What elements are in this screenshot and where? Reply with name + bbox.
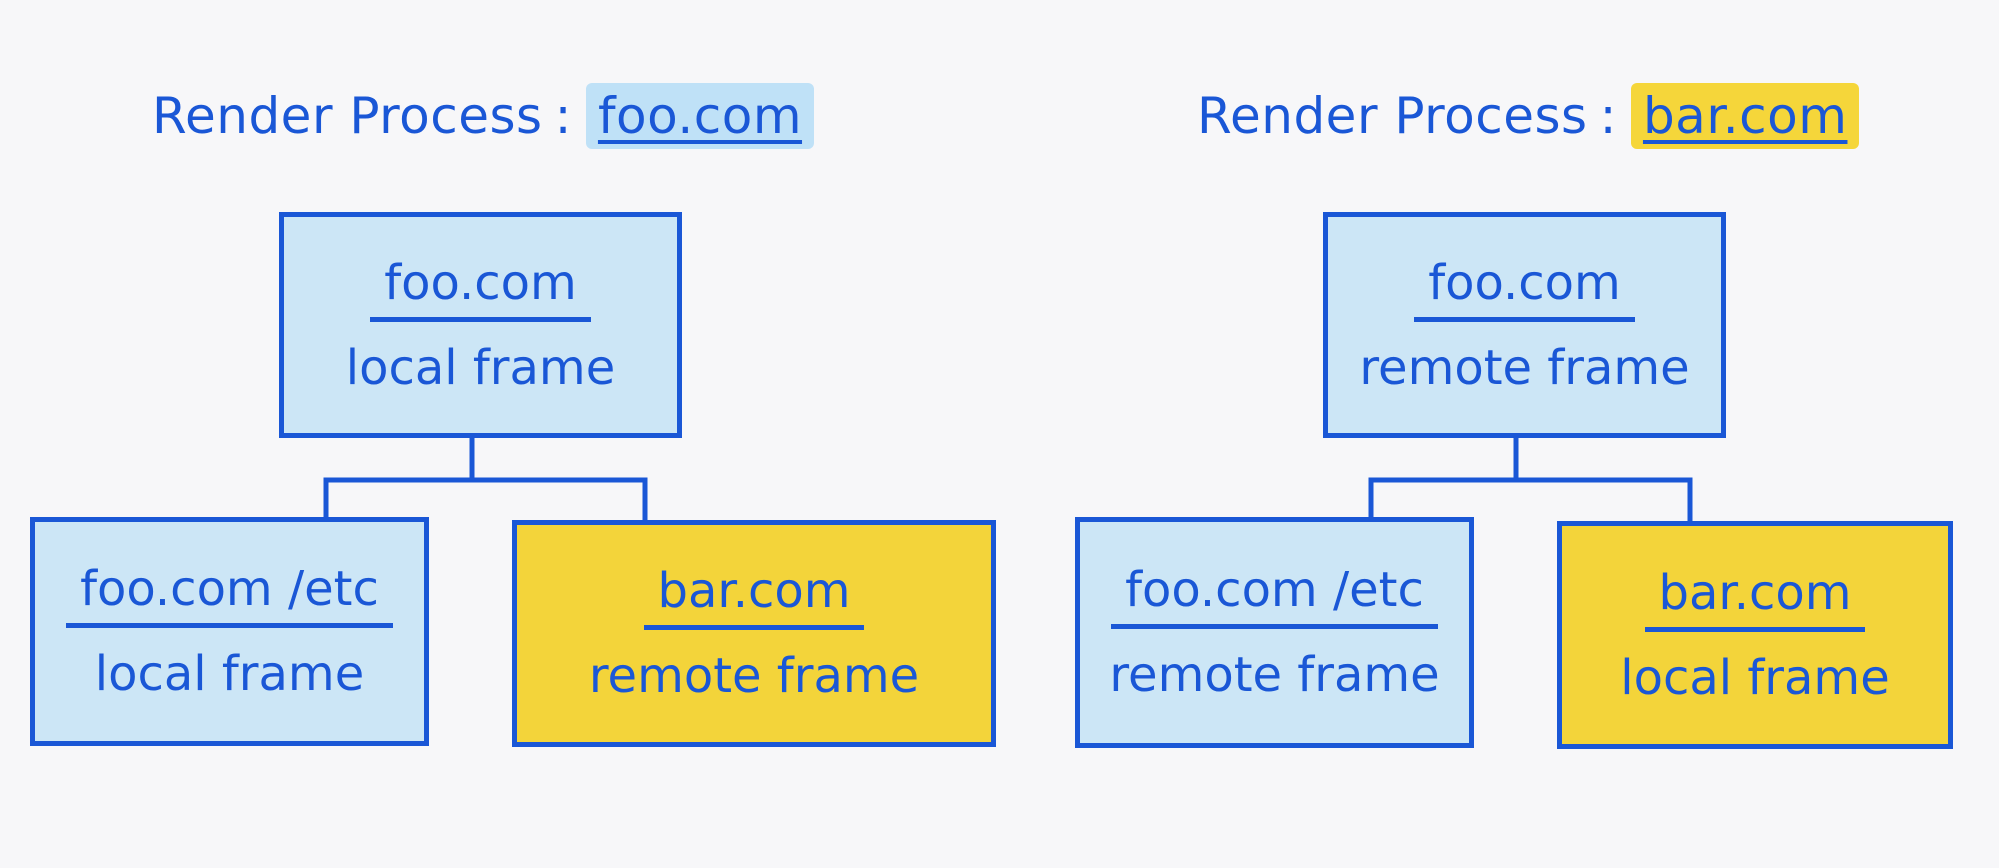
left-child-frame-2: bar.com remote frame <box>512 520 996 747</box>
frame-kind: remote frame <box>588 648 920 704</box>
frame-kind: local frame <box>1620 649 1890 706</box>
process-separator: : <box>1599 87 1617 145</box>
frame-origin: foo.com <box>1414 259 1635 322</box>
left-root-frame: foo.com local frame <box>279 212 682 438</box>
left-process-title: Render Process : foo.com <box>152 80 815 152</box>
frame-kind: local frame <box>94 646 365 702</box>
frame-origin: bar.com <box>1644 569 1866 632</box>
process-label: Render Process <box>1197 87 1588 145</box>
right-child-frame-1: foo.com /etc remote frame <box>1075 517 1474 748</box>
frame-origin: foo.com /etc <box>66 565 393 628</box>
frame-kind: remote frame <box>1109 647 1440 703</box>
process-label: Render Process <box>152 87 543 145</box>
process-separator: : <box>554 87 572 145</box>
process-site: foo.com <box>585 83 815 149</box>
frame-origin: foo.com <box>370 259 591 322</box>
right-child-frame-2: bar.com local frame <box>1557 521 1953 749</box>
frame-kind: remote frame <box>1359 339 1690 396</box>
frame-origin: bar.com <box>643 567 865 630</box>
process-site: bar.com <box>1630 83 1860 149</box>
right-process-title: Render Process : bar.com <box>1197 80 1860 152</box>
frame-kind: local frame <box>345 339 616 396</box>
right-root-frame: foo.com remote frame <box>1323 212 1726 438</box>
frame-origin: foo.com /etc <box>1111 566 1438 629</box>
left-child-frame-1: foo.com /etc local frame <box>30 517 429 746</box>
